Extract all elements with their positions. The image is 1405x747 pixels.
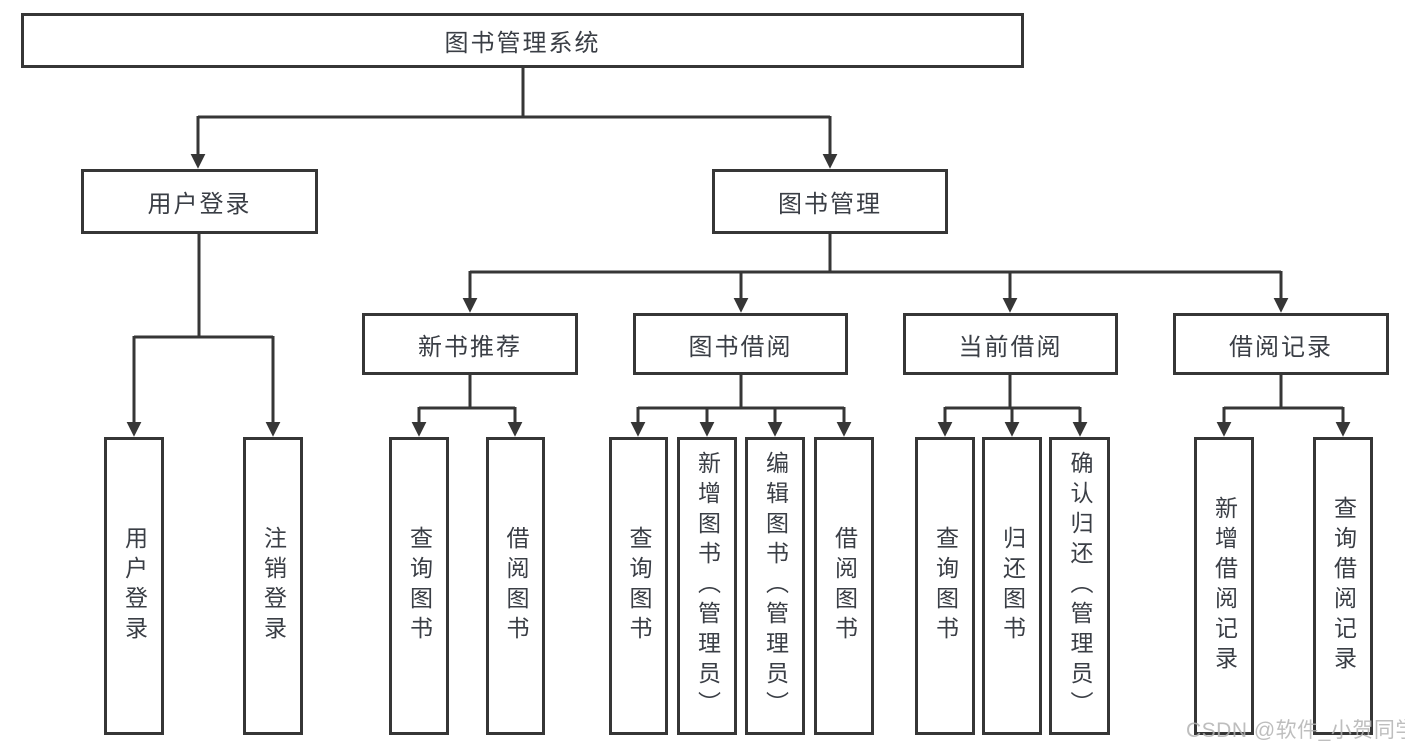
node-book-borrowing: 图书借阅 — [633, 313, 848, 375]
node-leaf-add-borrow-record: 新增借阅记录 — [1194, 437, 1254, 735]
node-leaf-add-books-admin: 新增图书（管理员） — [677, 437, 737, 735]
node-leaf-borrow-books: 借阅图书 — [814, 437, 874, 735]
node-new-book-recommend: 新书推荐 — [362, 313, 578, 375]
node-leaf-query-borrow-record: 查询借阅记录 — [1313, 437, 1373, 735]
node-book-management: 图书管理 — [712, 169, 948, 234]
node-library-management-system: 图书管理系统 — [21, 13, 1024, 68]
node-leaf-logout: 注销登录 — [243, 437, 303, 735]
node-leaf-edit-books-admin: 编辑图书（管理员） — [745, 437, 805, 735]
node-current-borrowing: 当前借阅 — [903, 313, 1118, 375]
node-leaf-confirm-return-admin: 确认归还（管理员） — [1049, 437, 1110, 735]
node-user-login-group: 用户登录 — [81, 169, 318, 234]
node-leaf-return-books: 归还图书 — [982, 437, 1042, 735]
node-leaf-borrowing-query-books: 查询图书 — [609, 437, 668, 735]
node-leaf-current-query-books: 查询图书 — [915, 437, 975, 735]
node-leaf-recommend-query-books: 查询图书 — [389, 437, 449, 735]
node-leaf-user-login: 用户登录 — [104, 437, 164, 735]
node-borrowing-records: 借阅记录 — [1173, 313, 1389, 375]
node-leaf-recommend-borrow-books: 借阅图书 — [486, 437, 545, 735]
